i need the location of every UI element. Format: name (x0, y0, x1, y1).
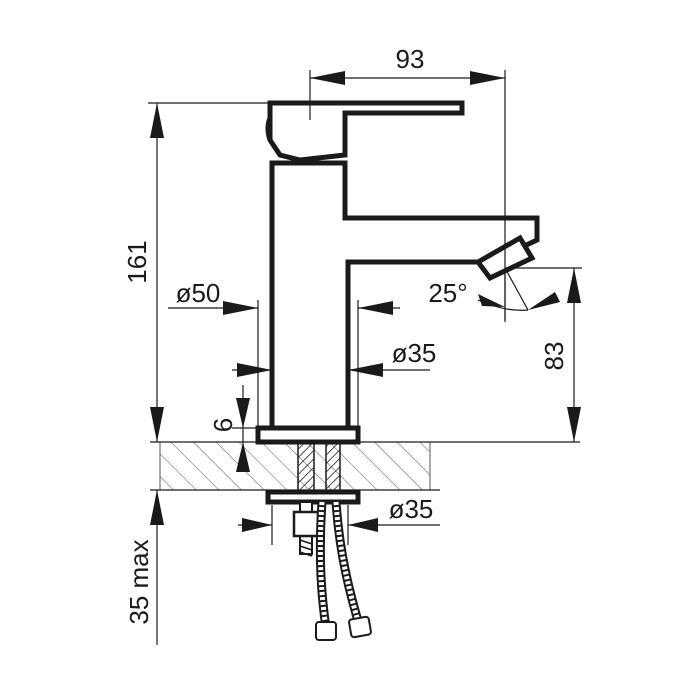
dimension-outlet-angle: 25° (428, 267, 560, 322)
spout-reach-label: 93 (396, 44, 425, 74)
countertop-section (150, 441, 580, 491)
outlet-angle-label: 25° (428, 278, 467, 308)
dimension-total-height: 161 (122, 102, 268, 442)
outlet-height-label: 83 (539, 342, 569, 371)
dimension-spout-reach: 93 (309, 44, 506, 320)
fixing-assembly (265, 441, 372, 641)
fixing-diameter-label: ø35 (389, 494, 434, 524)
dimension-base-thickness: 6 (208, 385, 258, 472)
dimension-body-diameter: ø35 (232, 338, 436, 377)
dimension-base-diameter: ø50 (168, 278, 400, 428)
max-deck-label: 35 max (124, 539, 154, 624)
dimension-outlet-height: 83 (505, 267, 582, 442)
faucet-body (255, 100, 540, 445)
body-diameter-label: ø35 (392, 338, 437, 368)
dimension-max-deck: 35 max (124, 490, 164, 645)
base-diameter-label: ø50 (176, 278, 221, 308)
total-height-label: 161 (122, 240, 152, 283)
dimension-fixing-diameter: ø35 (238, 494, 440, 545)
base-thickness-label: 6 (208, 418, 238, 432)
